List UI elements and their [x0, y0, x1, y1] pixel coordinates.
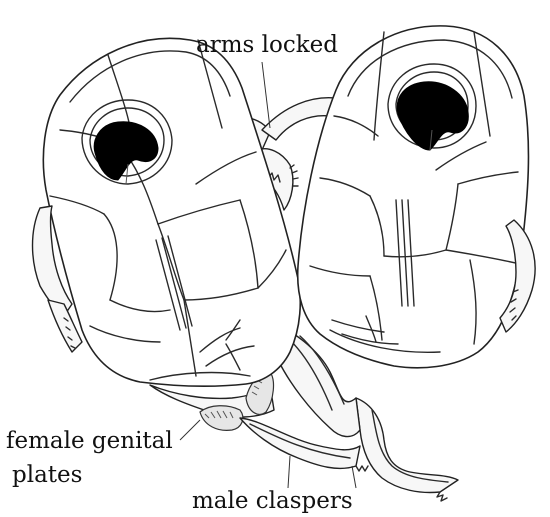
label-male-claspers: male claspers [192, 488, 353, 514]
female-genital-plate-left [199, 405, 244, 431]
label-female-genital: female genital [6, 428, 173, 454]
label-female-genital-plates: plates [12, 462, 82, 488]
right-eye [396, 81, 469, 151]
male-claspers-leader-right [351, 465, 357, 489]
female-genital-leader [179, 419, 201, 441]
label-arms-locked: arms locked [196, 32, 338, 58]
left-eye [93, 121, 159, 181]
male-clasper-left [239, 417, 361, 470]
left-ostracod-carapace [31, 37, 302, 387]
male-clasper-right [355, 397, 459, 494]
male-claspers-leader-left [287, 455, 291, 489]
right-ostracod-carapace [296, 25, 536, 369]
arms-locked-leader [261, 61, 271, 129]
